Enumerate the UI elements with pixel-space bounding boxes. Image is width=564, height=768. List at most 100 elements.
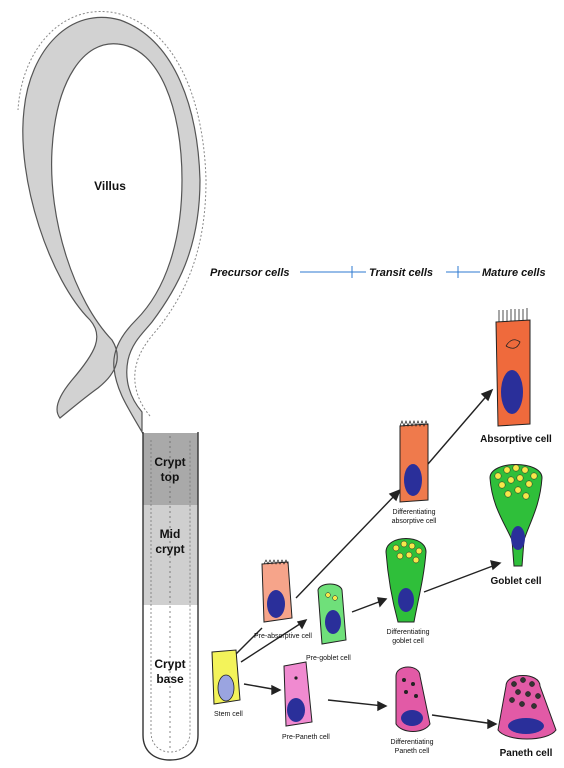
arrowhead <box>272 686 280 694</box>
crypt-base-label-1: Crypt <box>154 657 185 671</box>
granule <box>294 676 297 679</box>
lineage-arrows <box>236 390 500 728</box>
granule <box>519 701 524 706</box>
diff-paneth-cell: Differentiating Paneth cell <box>390 667 433 755</box>
granule <box>509 697 514 702</box>
diff-goblet-label-2: goblet cell <box>392 638 424 645</box>
diff-absorptive-nucleus <box>404 464 422 496</box>
arrowhead <box>378 702 386 710</box>
goblet-cell: Goblet cell <box>490 465 542 588</box>
arrow-diffpan-to-pan <box>432 715 494 724</box>
paneth-nucleus <box>508 718 544 734</box>
goblet-label: Goblet cell <box>490 576 541 587</box>
granule <box>411 682 415 686</box>
arrow-stem-to-pregoblet <box>241 620 306 662</box>
granule <box>406 552 412 558</box>
pre-paneth-cell: Pre-Paneth cell <box>282 662 330 741</box>
mid-crypt-label-1: Mid <box>160 527 181 541</box>
goblet-nucleus <box>511 526 525 550</box>
granule <box>526 481 532 487</box>
diff-absorptive-label-1: Differentiating <box>392 509 435 516</box>
paneth-label: Paneth cell <box>500 748 553 759</box>
granule <box>525 691 530 696</box>
granule <box>522 467 528 473</box>
pre-absorptive-nucleus <box>267 590 285 618</box>
granule <box>505 491 511 497</box>
crypt-base-label-2: base <box>156 672 184 686</box>
diff-paneth-label-2: Paneth cell <box>395 748 430 755</box>
diff-paneth-nucleus <box>401 710 423 726</box>
granule <box>333 596 338 601</box>
pre-absorptive-label: Pre-absorptive cell <box>254 633 312 640</box>
diff-paneth-label-1: Differentiating <box>390 739 433 746</box>
granule <box>513 465 519 471</box>
granule <box>515 487 521 493</box>
granule <box>508 477 514 483</box>
pre-goblet-nucleus <box>325 610 341 634</box>
granule <box>535 693 540 698</box>
granule <box>409 543 415 549</box>
stem-cell-label: Stem cell <box>214 711 243 718</box>
arrowhead <box>378 598 386 606</box>
granule <box>404 690 408 694</box>
granule <box>520 677 525 682</box>
diff-goblet-cell: Differentiating goblet cell <box>386 539 430 646</box>
absorptive-label: Absorptive cell <box>480 434 552 445</box>
diff-goblet-label-1: Differentiating <box>386 629 429 636</box>
granule <box>523 493 529 499</box>
pre-paneth-label: Pre-Paneth cell <box>282 734 330 741</box>
crypt-top-label-2: top <box>161 470 180 484</box>
stem-cell-nucleus <box>218 675 234 701</box>
granule <box>511 681 516 686</box>
granule <box>504 467 510 473</box>
mature-label: Mature cells <box>482 267 546 279</box>
arrow-prepan-to-diffpan <box>328 700 384 706</box>
granule <box>397 553 403 559</box>
arrowhead <box>298 620 306 628</box>
diff-goblet-nucleus <box>398 588 414 612</box>
pre-goblet-label: Pre-goblet cell <box>306 655 351 662</box>
granule <box>402 678 406 682</box>
stem-cell: Stem cell <box>212 650 243 718</box>
crypt: Crypt top Mid crypt Crypt base <box>143 432 198 760</box>
granule <box>413 557 419 563</box>
absorptive-nucleus <box>501 370 523 414</box>
absorptive-cell: Absorptive cell <box>480 308 552 445</box>
arrow-diffabs-to-abs <box>428 392 490 464</box>
granule <box>531 473 537 479</box>
arrowhead <box>488 720 496 728</box>
granule <box>495 473 501 479</box>
granule <box>517 475 523 481</box>
absorptive-microvilli <box>499 308 527 322</box>
goblet-body <box>490 465 542 567</box>
granule <box>393 545 399 551</box>
granule <box>326 593 331 598</box>
diff-absorptive-cell: Differentiating absorptive cell <box>392 421 437 525</box>
arrow-preabs-to-diffabs <box>296 492 398 598</box>
precursor-label: Precursor cells <box>210 267 290 279</box>
granule <box>529 681 534 686</box>
mid-crypt-label-2: crypt <box>155 542 184 556</box>
villus: Villus <box>18 11 206 432</box>
granule <box>416 548 422 554</box>
granule <box>499 482 505 488</box>
paneth-cell: Paneth cell <box>498 676 556 760</box>
stage-header: Precursor cells Transit cells Mature cel… <box>210 266 546 279</box>
pre-paneth-nucleus <box>287 698 305 722</box>
granule <box>515 689 520 694</box>
crypt-top-label-1: Crypt <box>154 455 185 469</box>
villus-label: Villus <box>94 179 126 193</box>
pre-absorptive-cell: Pre-absorptive cell <box>254 560 312 640</box>
granule <box>414 694 418 698</box>
granule <box>531 703 536 708</box>
pre-goblet-cell: Pre-goblet cell <box>306 584 351 662</box>
diff-absorptive-label-2: absorptive cell <box>392 518 437 525</box>
villus-body <box>23 17 200 432</box>
arrow-diffgob-to-gob <box>424 564 498 592</box>
transit-label: Transit cells <box>369 267 433 279</box>
arrowhead <box>491 561 500 569</box>
granule <box>401 541 407 547</box>
arrow-stem-to-preabsorptive <box>236 628 262 654</box>
